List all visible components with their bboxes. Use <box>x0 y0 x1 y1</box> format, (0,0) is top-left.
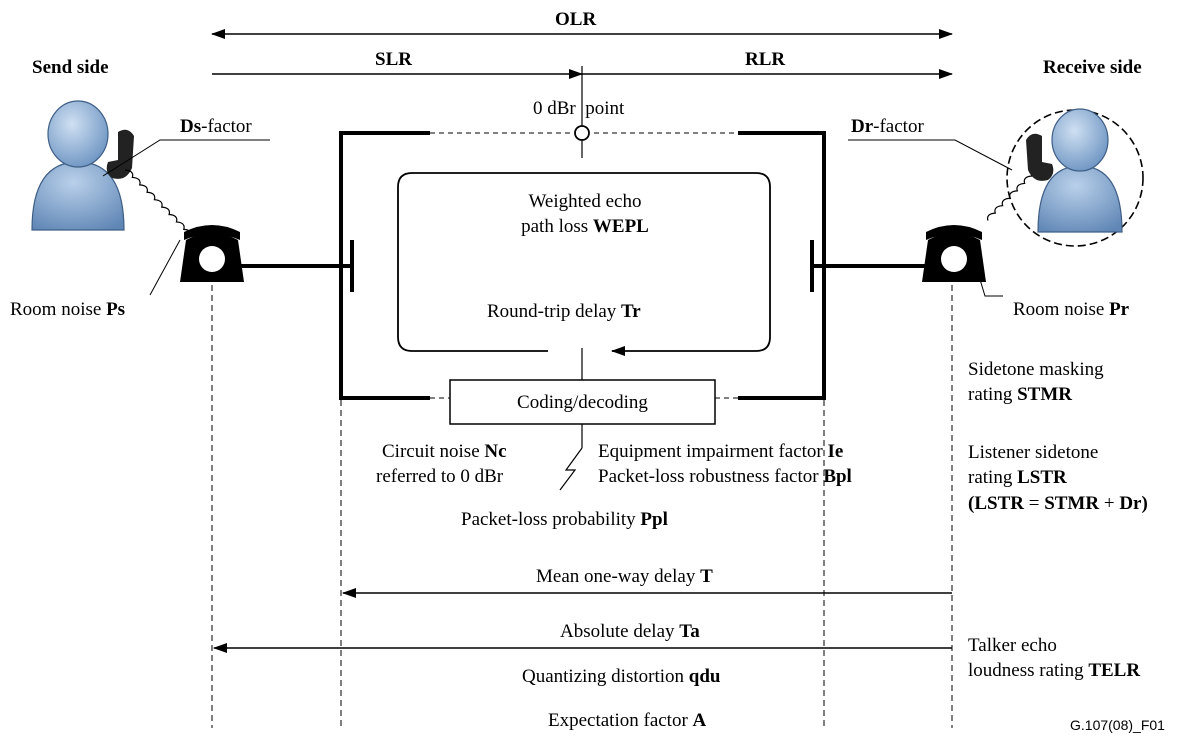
send-person-icon <box>31 100 193 237</box>
room-noise-pr-label: Room noise Pr <box>1013 299 1130 320</box>
send-side-label: Send side <box>32 57 109 78</box>
bpl-label: Packet-loss robustness factor Bpl <box>598 466 852 487</box>
mean-delay-label: Mean one-way delay T <box>536 566 713 587</box>
receive-telephone-icon <box>922 225 986 282</box>
receive-person-icon <box>987 108 1123 233</box>
ds-factor-label: Ds-factor <box>180 116 252 137</box>
dr-factor-label: Dr-factor <box>851 116 924 137</box>
telr-label-line2: loudness rating TELR <box>968 660 1141 681</box>
echo-path-box <box>397 172 771 352</box>
zero-dbr-point <box>574 125 590 141</box>
lstr-label-line2: rating LSTR <box>968 467 1067 488</box>
coding-box <box>449 379 716 425</box>
ppl-label: Packet-loss probability Ppl <box>461 509 668 530</box>
absolute-delay-label: Absolute delay Ta <box>560 621 700 642</box>
send-telephone-icon <box>180 225 244 282</box>
wepl-label-line1: Weighted echo <box>528 191 642 212</box>
telr-label-line1: Talker echo <box>968 635 1057 656</box>
qdu-label: Quantizing distortion qdu <box>522 666 721 687</box>
lstr-formula: (LSTR = STMR + Dr) <box>968 493 1148 514</box>
ie-label: Equipment impairment factor Ie <box>598 441 844 462</box>
receive-side-label: Receive side <box>1043 57 1142 78</box>
stmr-label-line2: rating STMR <box>968 384 1072 405</box>
expectation-label: Expectation factor A <box>548 710 707 731</box>
lightning-icon <box>559 447 583 491</box>
roundtrip-delay-label: Round-trip delay Tr <box>487 301 641 322</box>
room-noise-ps-label: Room noise Ps <box>10 299 126 320</box>
lstr-label-line1: Listener sidetone <box>968 442 1099 463</box>
stmr-label-line1: Sidetone masking <box>968 359 1104 380</box>
olr-label: OLR <box>555 9 597 30</box>
rlr-label: RLR <box>745 49 786 70</box>
referred-label: referred to 0 dBr <box>376 466 504 487</box>
circuit-noise-label: Circuit noise Nc <box>382 441 507 462</box>
wepl-label-line2: path loss WEPL <box>521 216 649 237</box>
slr-label: SLR <box>375 49 412 70</box>
figure-id: G.107(08)_F01 <box>1070 717 1165 733</box>
zero-dbr-label: 0 dBr point <box>533 98 625 119</box>
coding-label: Coding/decoding <box>517 392 648 413</box>
